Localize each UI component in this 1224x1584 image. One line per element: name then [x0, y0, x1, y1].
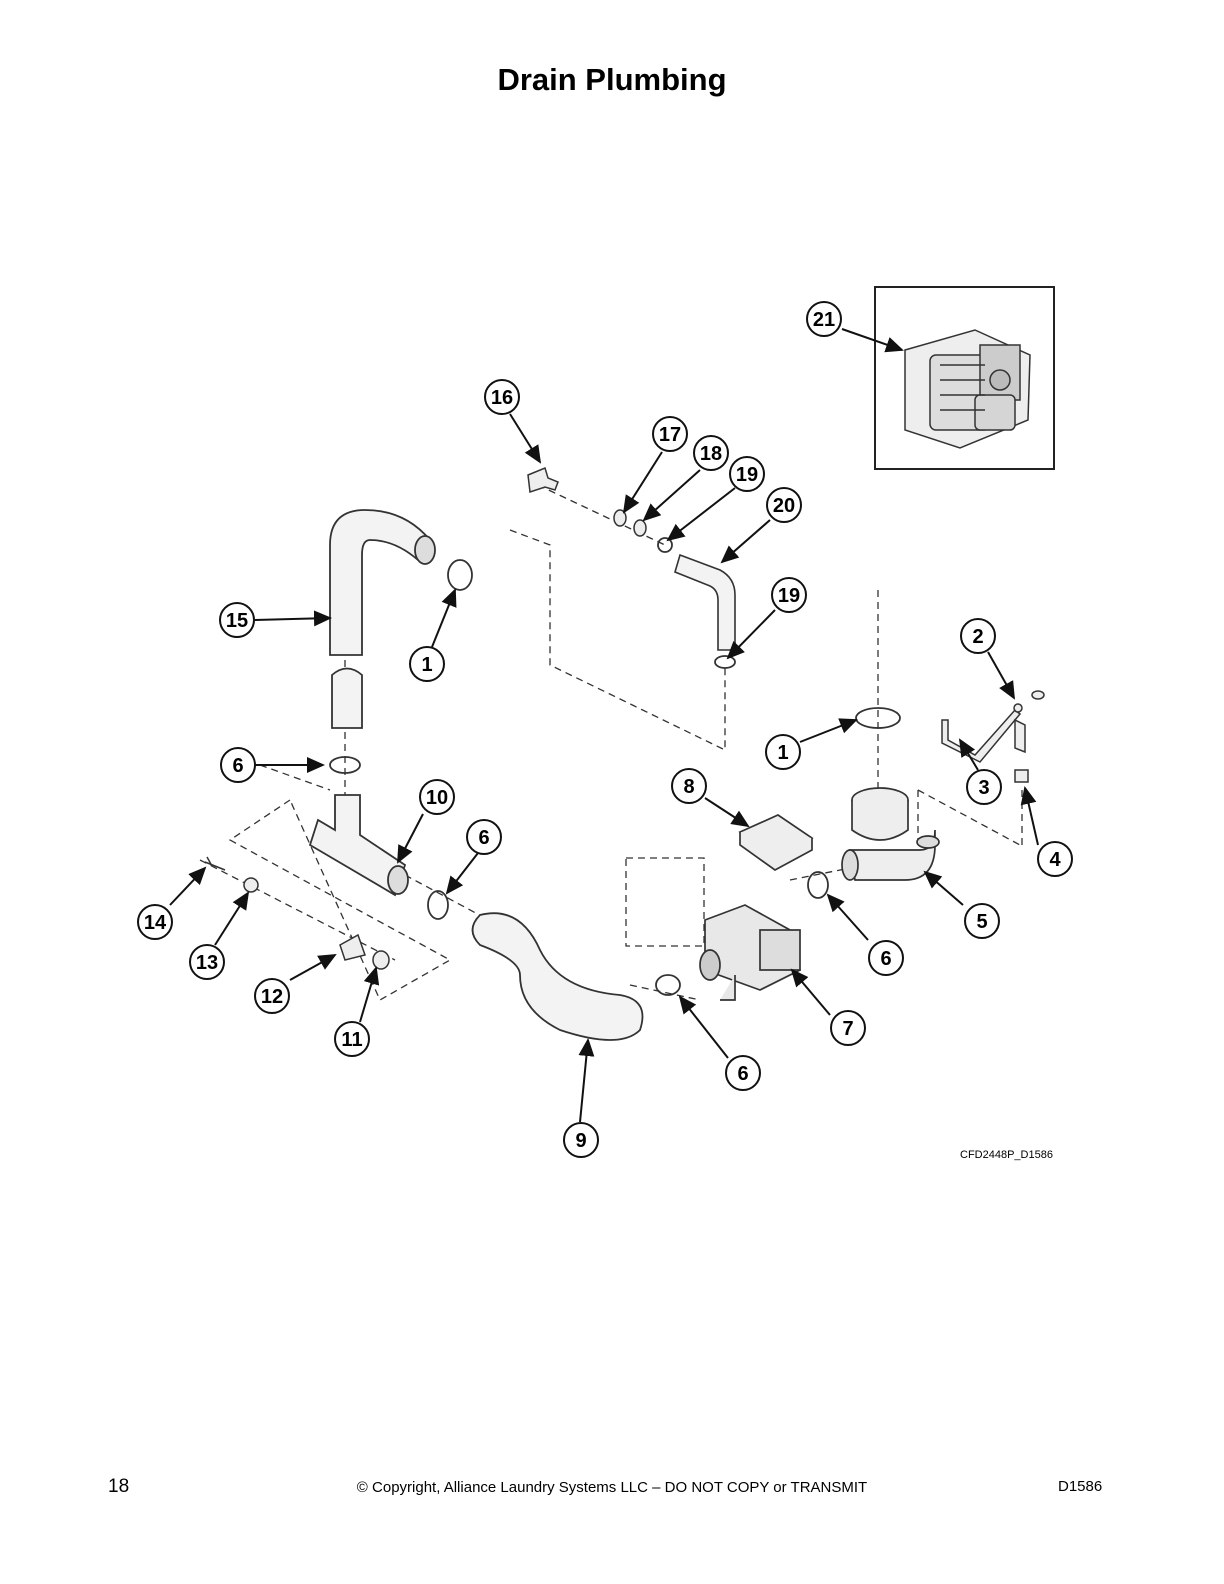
callout-9: 9 — [575, 1130, 586, 1152]
tee-fitting-part-10 — [308, 794, 409, 897]
callout-1: 1 — [777, 742, 788, 764]
callout-21: 21 — [813, 309, 835, 331]
callout-20: 20 — [773, 495, 795, 517]
small-hardware-parts — [204, 466, 647, 970]
callout-11: 11 — [341, 1029, 362, 1051]
callout-5: 5 — [976, 911, 987, 933]
copyright-notice: © Copyright, Alliance Laundry Systems LL… — [356, 1479, 868, 1496]
sump-part-5 — [841, 787, 940, 881]
callout-17: 17 — [659, 424, 681, 446]
hose-part-20 — [674, 553, 736, 651]
hose-part-15 — [329, 509, 436, 729]
hose-part-9 — [471, 912, 644, 1041]
cover-part-8 — [738, 814, 814, 871]
page-number: 18 — [108, 1476, 130, 1497]
callout-15: 15 — [226, 610, 248, 632]
callout-3: 3 — [978, 777, 989, 799]
callout-13: 13 — [196, 952, 218, 974]
callout-4: 4 — [1049, 849, 1061, 871]
callout-16: 16 — [491, 387, 513, 409]
callout-6: 6 — [478, 827, 489, 849]
document-id: D1586 — [1058, 1478, 1103, 1495]
figure-code: CFD2448P_D1586 — [960, 1149, 1053, 1161]
callout-10: 10 — [426, 787, 448, 809]
callout-6: 6 — [880, 948, 891, 970]
callout-18: 18 — [700, 443, 722, 465]
callout-19: 19 — [778, 585, 800, 607]
inset-frame — [874, 286, 1055, 470]
page-title: Drain Plumbing — [497, 62, 727, 97]
callout-1: 1 — [421, 654, 432, 676]
assembly-lines — [199, 484, 1023, 1001]
callout-numbers: 21 16 17 18 19 20 15 1 19 2 1 3 4 6 10 8… — [144, 309, 1062, 1152]
callout-6: 6 — [737, 1063, 748, 1085]
callout-19: 19 — [736, 464, 758, 486]
small-parts-2-3-4 — [941, 690, 1045, 783]
drain-motor-part — [904, 329, 1031, 449]
callout-6: 6 — [232, 755, 243, 777]
hose-clamps — [329, 537, 901, 996]
callout-2: 2 — [972, 626, 983, 648]
callout-circles — [137, 301, 1073, 1158]
callout-12: 12 — [261, 986, 283, 1008]
pump-part-7 — [699, 904, 801, 1001]
leader-arrows — [169, 328, 1039, 1123]
callout-8: 8 — [683, 776, 694, 798]
callout-7: 7 — [842, 1018, 853, 1040]
callout-14: 14 — [144, 912, 167, 934]
